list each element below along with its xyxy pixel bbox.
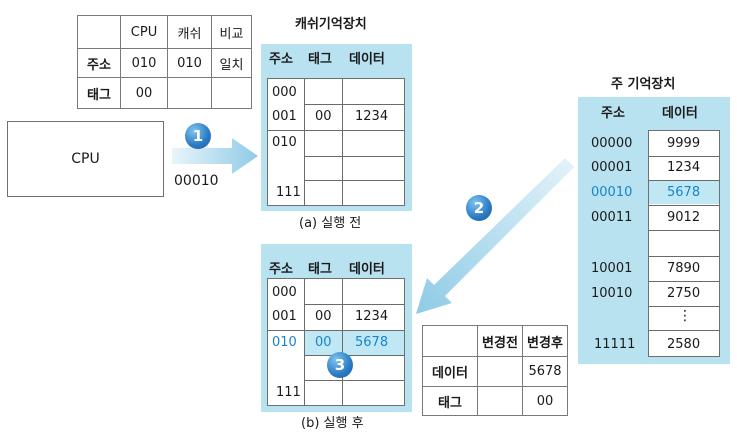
grid-line [304,180,405,181]
memory-addr-highlight: 00010 [591,185,633,200]
memory-ellipsis: ⋮ [678,308,692,324]
grid-line [648,156,720,157]
cache-before-addr: 111 [276,185,301,200]
grid-line [304,304,405,305]
cache-after-addr: 000 [272,285,297,300]
cache-before-header-addr: 주소 [269,52,293,67]
cache-before-addr: 001 [272,109,297,124]
main-memory-header-addr: 주소 [601,106,625,121]
cache-before-data: 1234 [355,109,389,124]
grid-line [648,180,720,181]
memory-addr: 10010 [591,286,633,301]
compare-cell: 주소 [77,48,121,78]
change-cell [477,356,523,387]
cache-after-addr: 001 [272,309,297,324]
memory-addr: 00011 [591,210,633,225]
grid-line [304,278,305,406]
compare-cell [211,77,252,109]
grid-line [342,278,343,406]
change-table: 변경전 변경후 데이터 5678 태그 00 [422,325,568,416]
cache-after-data-highlight: 5678 [355,335,389,350]
grid-line [267,330,405,331]
grid-line [648,281,720,282]
arrow-memory-to-cache [416,158,574,314]
cache-before-grid [267,78,405,206]
compare-table: CPU 캐쉬 비교 주소 010 010 일치 태그 00 [77,15,252,109]
change-cell: 00 [522,386,568,416]
cache-after-addr-highlight: 010 [272,335,297,350]
change-cell: 5678 [522,356,568,387]
cache-after-header-addr: 주소 [269,262,293,277]
memory-addr: 00000 [591,136,633,151]
memory-data: 9999 [667,136,701,151]
memory-addr: 00001 [591,160,633,175]
cache-after-header-data: 데이터 [349,262,385,277]
memory-data: 1234 [667,160,701,175]
change-header-after: 변경후 [522,325,568,357]
compare-header-cache: 캐쉬 [167,15,212,49]
cpu-box: CPU [7,121,164,197]
grid-line [342,78,343,206]
cache-after-tag: 00 [315,309,332,324]
grid-line [304,78,305,206]
cache-before-addr: 010 [272,135,297,150]
cache-before-caption: (a) 실행 전 [299,216,362,231]
step-2-badge: 2 [466,195,492,221]
cache-before-header-tag: 태그 [308,52,332,67]
change-header-empty [422,325,478,357]
grid-line [648,306,720,307]
cache-before-tag: 00 [315,109,332,124]
memory-addr: 11111 [594,337,636,352]
grid-line [648,205,720,206]
cpu-label: CPU [71,151,100,167]
compare-header-empty [77,15,121,49]
grid-line [648,256,720,257]
cache-title: 캐쉬기억장치 [295,17,367,32]
cache-after-caption: (b) 실행 후 [301,416,364,431]
compare-header-cpu: CPU [120,15,168,49]
step-3-badge: 3 [327,352,353,378]
memory-data: 2750 [667,286,701,301]
cache-after-data: 1234 [355,309,389,324]
memory-data-highlight: 5678 [667,185,701,200]
cache-after-highlight-cell [305,331,404,355]
change-cell: 태그 [422,386,478,416]
memory-data: 9012 [667,210,701,225]
main-memory-grid [648,130,720,357]
compare-cell: 일치 [211,48,252,78]
change-cell: 데이터 [422,356,478,387]
memory-addr: 10001 [591,261,633,276]
grid-line [648,330,720,331]
compare-cell: 00 [120,77,168,109]
step-1-badge: 1 [185,123,211,149]
change-cell [477,386,523,416]
grid-line [304,380,405,381]
grid-line [304,156,405,157]
arrow-cpu-to-cache [172,138,258,174]
grid-line [267,130,405,131]
cache-before-addr: 000 [272,85,297,100]
main-memory-title: 주 기억장치 [611,77,676,92]
main-memory-highlight-cell [649,181,719,204]
requested-address: 00010 [174,173,219,189]
change-header-before: 변경전 [477,325,523,357]
compare-cell: 010 [120,48,168,78]
compare-cell: 010 [167,48,212,78]
grid-line [648,230,720,231]
cache-before-header-data: 데이터 [349,52,385,67]
compare-header-compare: 비교 [211,15,252,49]
cache-after-addr: 111 [276,385,301,400]
memory-data: 7890 [667,261,701,276]
compare-cell: 태그 [77,77,121,109]
main-memory-header-data: 데이터 [662,106,698,121]
grid-line [304,104,405,105]
memory-data: 2580 [667,337,701,352]
grid-line [304,355,405,356]
cache-after-header-tag: 태그 [308,262,332,277]
compare-cell [167,77,212,109]
cache-after-tag-highlight: 00 [315,335,332,350]
